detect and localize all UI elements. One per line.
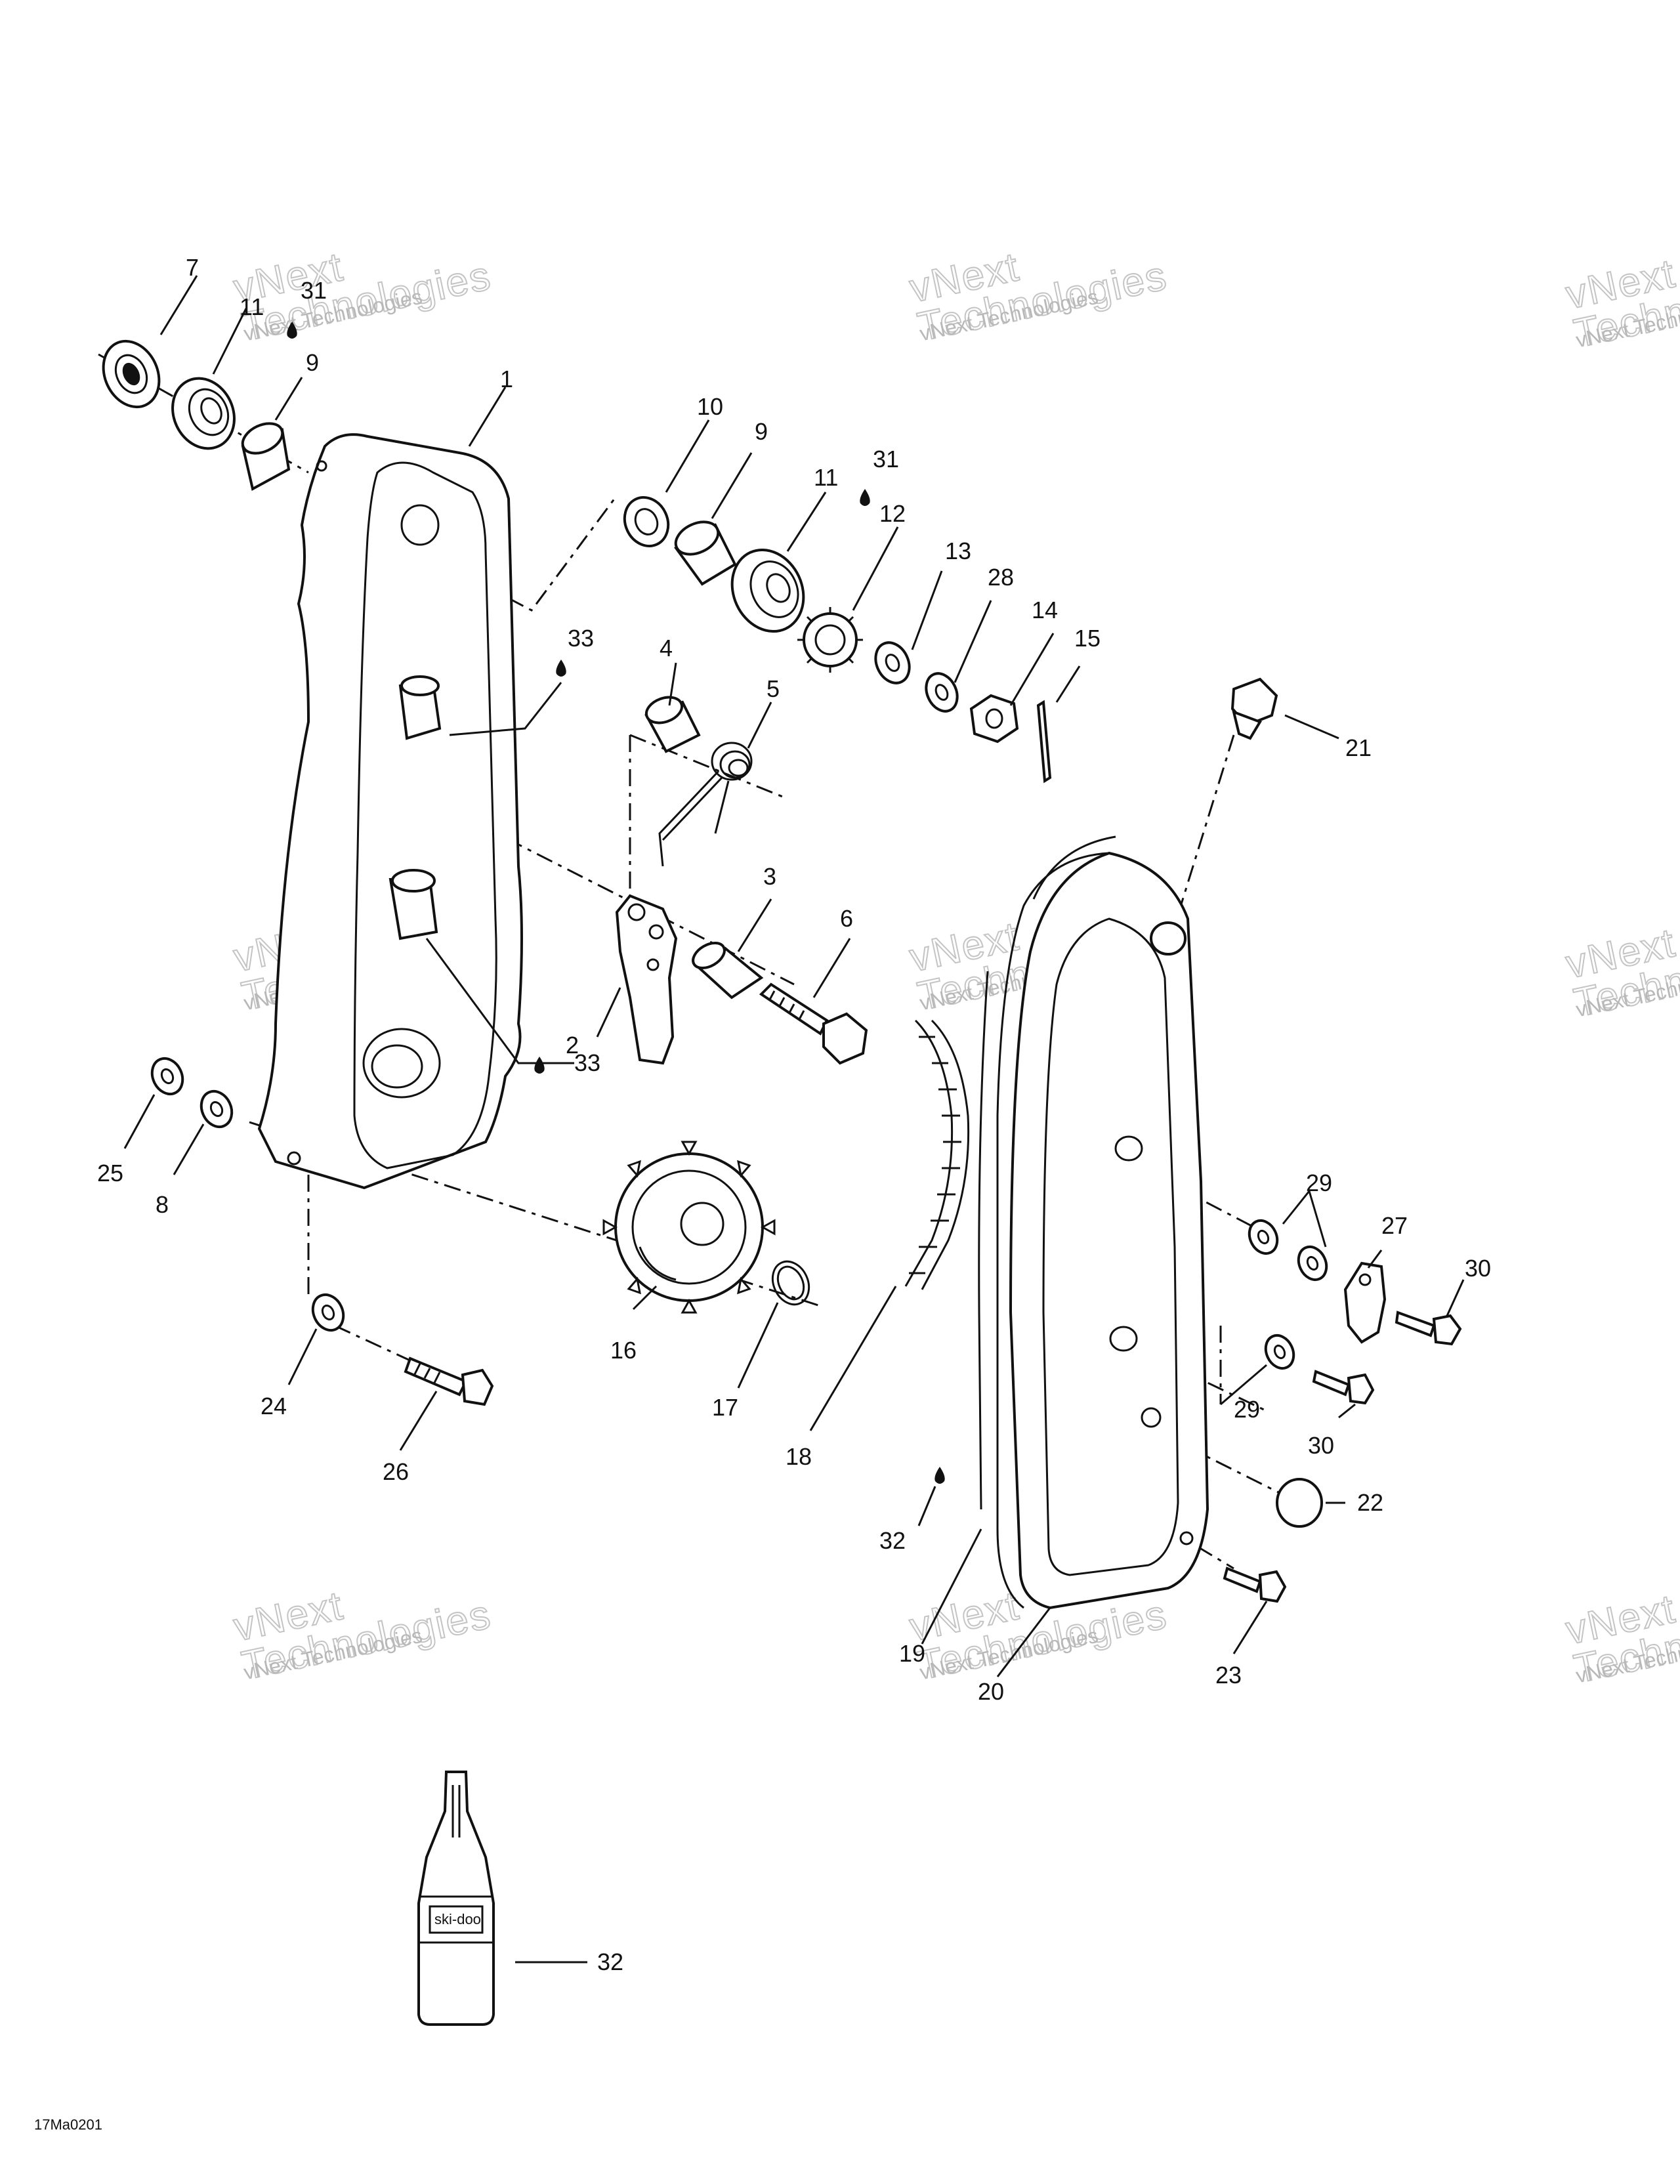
callout-28: 28	[988, 564, 1014, 591]
spacer-part-9	[241, 422, 291, 492]
washer-part-29c	[1264, 1334, 1295, 1370]
screw-part-30a	[1395, 1311, 1462, 1346]
callout-29: 29	[1234, 1396, 1260, 1423]
washer-part-29b	[1297, 1245, 1328, 1282]
washer-part-24	[311, 1293, 345, 1332]
callout-6: 6	[840, 905, 853, 932]
screw-part-30b	[1312, 1370, 1375, 1405]
callout-30: 30	[1308, 1432, 1334, 1459]
chain-part-18	[904, 1019, 970, 1290]
circlip-part-17	[771, 1260, 810, 1306]
washer-part-29a	[1248, 1219, 1279, 1255]
callout-33: 33	[568, 625, 594, 652]
callout-1: 1	[500, 366, 513, 392]
callout-33: 33	[574, 1049, 600, 1076]
oil-drop-icon	[556, 660, 566, 677]
seal-part-10	[623, 496, 670, 547]
flange-bolt-part-6	[759, 982, 868, 1065]
plug-part-22	[1276, 1478, 1323, 1528]
callouts: 7 11 31 9 1 10 9 11 31 12 13 28 14 15 33…	[97, 254, 1491, 1975]
callout-24: 24	[261, 1393, 287, 1419]
oil-drop-icon	[534, 1057, 545, 1074]
watermark: vNextTechnologies vNext Technologies	[1561, 250, 1680, 357]
callout-8: 8	[156, 1191, 169, 1218]
watermark: vNextTechnologies vNext Technologies	[229, 1582, 495, 1689]
callout-32: 32	[879, 1527, 906, 1554]
spacer-part-3	[692, 942, 764, 999]
callout-23: 23	[1215, 1662, 1242, 1689]
adjuster-bolt-part-21	[1230, 677, 1278, 740]
callout-14: 14	[1032, 597, 1058, 623]
callout-20: 20	[978, 1678, 1004, 1705]
callout-10: 10	[697, 393, 723, 420]
screw-part-23	[1223, 1566, 1287, 1603]
sprocket-part-16	[602, 1141, 776, 1314]
callout-5: 5	[766, 675, 780, 702]
watermark: vNextTechnologies vNext Technologies	[1561, 1586, 1680, 1692]
bushing-part-4	[644, 696, 701, 753]
tensioner-arm-part-2	[615, 894, 678, 1065]
callout-2: 2	[566, 1032, 579, 1059]
chaincase-cover-part-20	[996, 835, 1209, 1610]
callout-13: 13	[945, 537, 971, 564]
watermark: vNextTechnologies vNext Technologies	[229, 243, 495, 350]
watermark: vNextTechnologies vNext Technologies	[1561, 919, 1680, 1026]
callout-30: 30	[1465, 1255, 1491, 1282]
bearing-part-11	[171, 377, 236, 450]
oil-drop-icon	[934, 1467, 945, 1484]
sprocket-part-12	[797, 607, 863, 673]
seal-part-7	[102, 339, 161, 409]
chaincase-housing-part-1	[257, 433, 523, 1190]
bottle-label: ski-doo	[434, 1911, 481, 1927]
leader-lines	[123, 275, 1465, 1964]
gasket-part-19	[978, 971, 989, 1510]
spring-part-5	[658, 742, 753, 867]
callout-12: 12	[879, 500, 906, 527]
spacer-part-9b	[674, 520, 737, 586]
drawing-code: 17Ma0201	[34, 2116, 102, 2133]
callout-31: 31	[873, 446, 899, 472]
washer-part-28	[925, 672, 959, 713]
oil-drops	[287, 322, 945, 1484]
callout-25: 25	[97, 1160, 123, 1186]
bracket-part-27	[1343, 1261, 1387, 1344]
callout-17: 17	[712, 1394, 738, 1421]
cotter-pin-part-15	[1036, 700, 1052, 784]
callout-32: 32	[597, 1948, 623, 1975]
callout-19: 19	[899, 1640, 925, 1667]
callout-3: 3	[763, 863, 776, 890]
callout-9: 9	[306, 349, 319, 376]
watermark: vNextTechnologies vNext Technologies	[905, 243, 1171, 350]
washer-part-8	[200, 1089, 234, 1129]
callout-16: 16	[610, 1337, 637, 1364]
washer-part-25	[150, 1057, 184, 1096]
callout-29: 29	[1306, 1169, 1332, 1196]
oil-drop-icon	[287, 322, 297, 339]
bolt-part-26	[404, 1356, 494, 1406]
nut-part-14	[969, 694, 1019, 744]
callout-27: 27	[1381, 1212, 1408, 1239]
callout-9: 9	[755, 418, 768, 445]
callout-11: 11	[240, 293, 264, 320]
callout-11: 11	[814, 464, 838, 491]
callout-4: 4	[660, 635, 673, 662]
callout-26: 26	[383, 1458, 409, 1485]
oil-bottle-part-32: ski-doo	[417, 1771, 495, 2026]
callout-21: 21	[1345, 734, 1372, 761]
callout-15: 15	[1074, 625, 1101, 652]
oil-drop-icon	[860, 489, 870, 506]
callout-22: 22	[1357, 1489, 1383, 1516]
callout-18: 18	[786, 1443, 812, 1470]
callout-31: 31	[301, 277, 327, 304]
callout-7: 7	[186, 254, 199, 281]
washer-part-13	[874, 641, 911, 684]
bearing-part-11b	[730, 548, 805, 633]
